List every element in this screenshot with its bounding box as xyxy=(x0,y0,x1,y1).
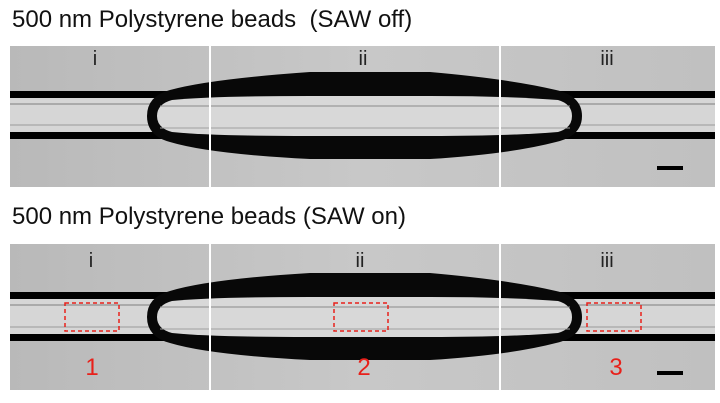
panel-label-ii: ii xyxy=(358,48,368,70)
region-number-3: 3 xyxy=(609,354,623,381)
panel-label-i: i xyxy=(92,48,98,70)
region-box-1 xyxy=(64,302,120,332)
top-figure-title: 500 nm Polystyrene beads (SAW off) xyxy=(12,6,413,33)
region-box-3 xyxy=(586,302,642,332)
panel-label-i: i xyxy=(88,250,94,272)
panel-label-iii: iii xyxy=(600,48,614,70)
micrograph-saw-off-image xyxy=(10,46,715,187)
micrograph-saw-off: i ii iii xyxy=(10,46,715,187)
bottom-figure-title: 500 nm Polystyrene beads (SAW on) xyxy=(12,203,406,230)
micrograph-saw-on-image xyxy=(10,244,715,390)
droplet-interior xyxy=(157,96,572,136)
scale-bar xyxy=(657,166,683,170)
region-box-2 xyxy=(333,302,389,332)
micrograph-saw-on: i ii iii 1 2 3 xyxy=(10,244,715,390)
region-number-1: 1 xyxy=(85,354,99,381)
panel-label-iii: iii xyxy=(600,250,614,272)
region-number-2: 2 xyxy=(357,354,371,381)
panel-label-ii: ii xyxy=(355,250,365,272)
scale-bar xyxy=(657,371,683,375)
